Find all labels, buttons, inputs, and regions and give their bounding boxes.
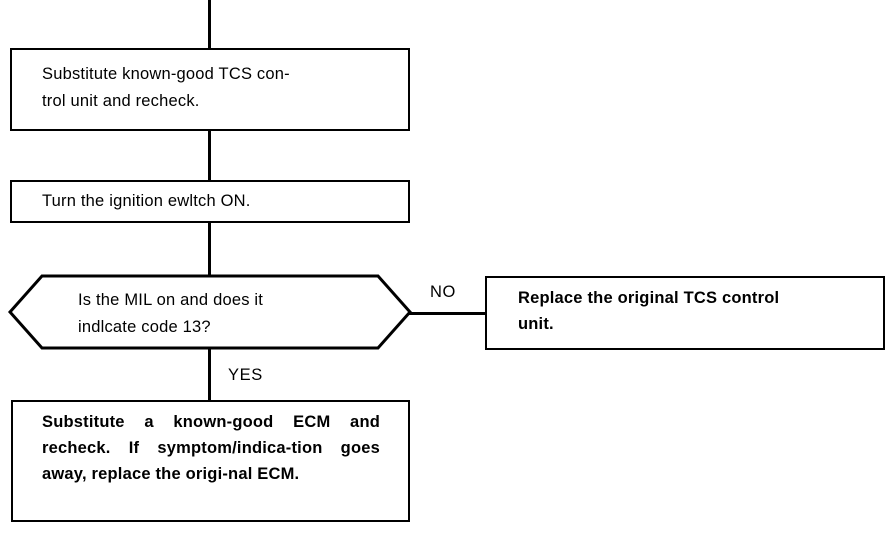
branch-label-no: NO xyxy=(430,283,456,301)
node-substitute-ecm xyxy=(11,400,410,522)
node-replace-original-tcs-control-unit xyxy=(485,276,885,350)
branch-label-yes: YES xyxy=(228,366,263,384)
node-substitute-ecm-label: Substitute a known-good ECM and recheck.… xyxy=(42,413,380,483)
connector-top-inflow xyxy=(208,0,211,49)
node-turn-ignition-switch-on xyxy=(10,180,410,223)
node-turn-ignition-switch-on-label: Turn the ignition ewltch ON. xyxy=(42,192,251,210)
node-replace-original-tcs-control-unit-label: Replace the original TCS control unit. xyxy=(518,289,780,333)
node-substitute-tcs-control-unit xyxy=(10,48,410,131)
connector-ignition-to-mil-decision xyxy=(208,223,211,277)
node-substitute-tcs-control-unit-label: Substitute known-good TCS con- trol unit… xyxy=(42,65,290,110)
decision-hexagon-shape xyxy=(8,274,412,350)
connector-no-branch xyxy=(408,312,487,315)
node-mil-code-13-decision xyxy=(8,274,412,350)
node-mil-code-13-decision-label: Is the MIL on and does it indlcate code … xyxy=(78,291,264,336)
connector-substitute-tcs-to-ignition xyxy=(208,131,211,181)
connector-yes-branch xyxy=(208,347,211,401)
